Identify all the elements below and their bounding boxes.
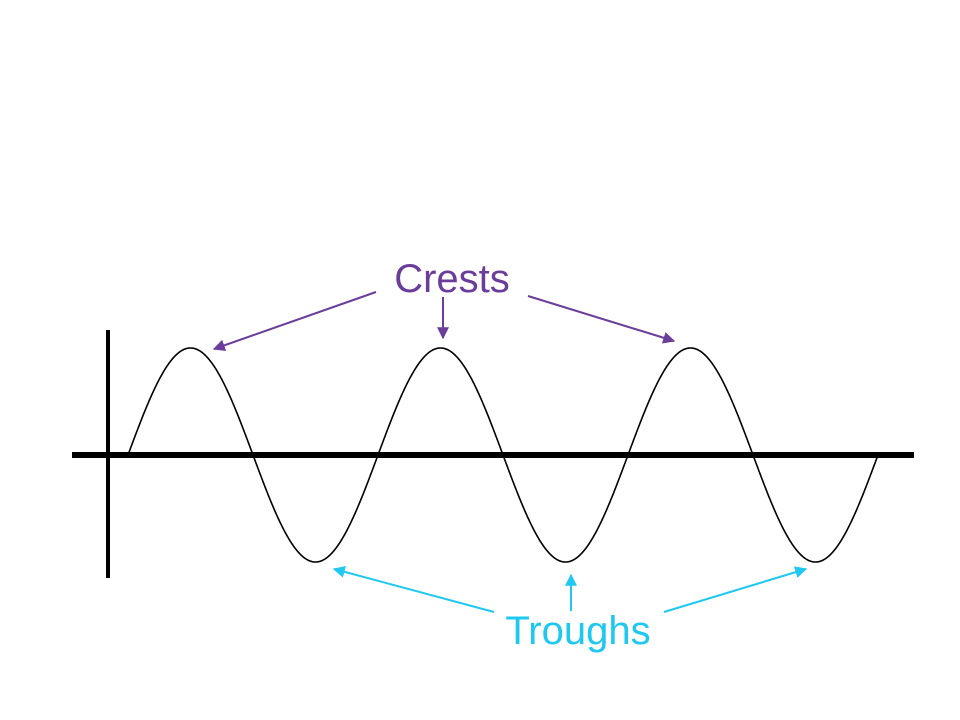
wave-curve <box>127 347 879 563</box>
crest-arrow-right <box>527 295 676 344</box>
trough-arrow-right <box>663 566 808 613</box>
crest-arrow-left <box>212 291 377 352</box>
trough-arrow-left <box>332 566 495 613</box>
troughs-label: Troughs <box>505 609 650 653</box>
crests-label: Crests <box>394 257 510 301</box>
